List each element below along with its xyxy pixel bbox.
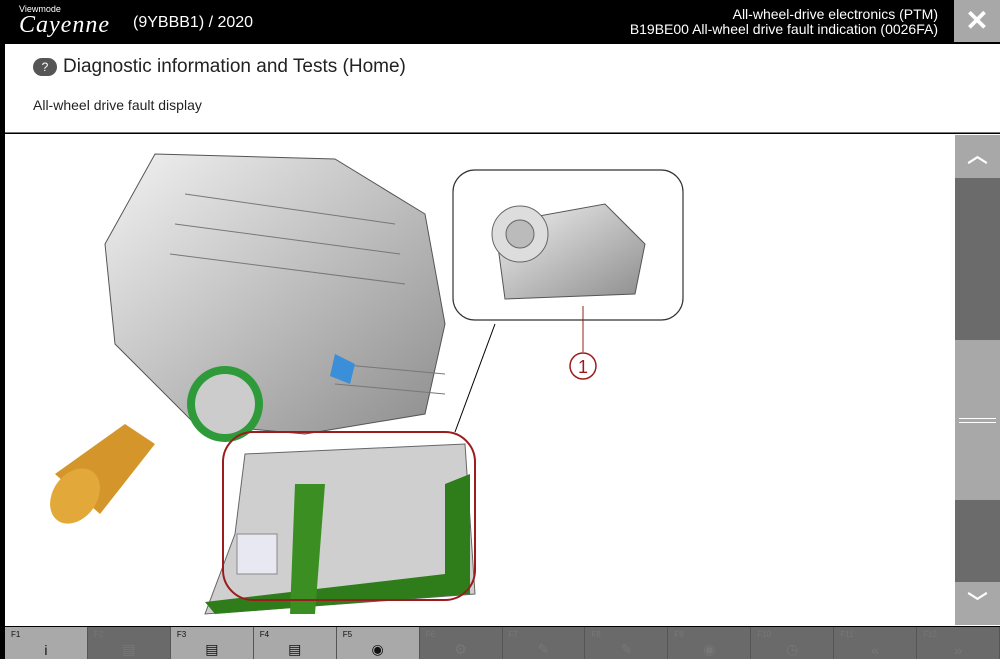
- function-key-label: F2: [93, 630, 104, 639]
- document-icon: ▤: [122, 641, 136, 657]
- page-header: ? Diagnostic information and Tests (Home)…: [5, 44, 1000, 133]
- bracket: [205, 474, 470, 614]
- function-key-f11: F11 «: [834, 627, 918, 659]
- timer-icon: ◷: [786, 641, 799, 657]
- model-logo: Cayenne: [19, 12, 110, 38]
- function-key-f7: F7 ✎: [502, 627, 586, 659]
- function-key-label: F5: [342, 630, 353, 639]
- function-key-f9: F9 ◉: [668, 627, 752, 659]
- page-title: ? Diagnostic information and Tests (Home): [33, 56, 406, 78]
- highlight-frame: [222, 431, 476, 601]
- tool-icon: ✎: [620, 641, 633, 657]
- forward-icon: »: [954, 642, 962, 658]
- function-key-f2: F2 ▤: [87, 627, 171, 659]
- chevron-down-icon: ﹀: [967, 592, 988, 614]
- diagnostic-icon: ?: [33, 58, 57, 76]
- function-key-label: F8: [591, 630, 601, 639]
- scroll-thumb[interactable]: [955, 340, 1000, 500]
- viewmode-label: Viewmode: [19, 4, 61, 14]
- header-bar: Viewmode Cayenne (9YBBB1) / 2020 All-whe…: [0, 0, 1000, 44]
- fault-code: B19BE00 All-wheel drive fault indication…: [629, 21, 938, 37]
- id-document-icon: ▤: [288, 641, 302, 657]
- function-key-f10: F10 ◷: [751, 627, 835, 659]
- function-key-label: F4: [259, 630, 270, 639]
- function-key-f1[interactable]: F1 i: [5, 627, 88, 659]
- function-key-label: F7: [508, 630, 518, 639]
- function-key-label: F3: [176, 630, 187, 639]
- housing: [104, 153, 446, 435]
- close-icon: ✕: [965, 5, 989, 36]
- info-icon: i: [44, 642, 48, 658]
- system-name: All-wheel-drive electronics (PTM): [732, 6, 938, 22]
- scrollbar[interactable]: ︿ ﹀: [955, 134, 1000, 626]
- fault-info: All-wheel-drive electronics (PTM) B19BE0…: [630, 7, 938, 37]
- chevron-up-icon: ︿: [967, 145, 988, 167]
- page-title-text: Diagnostic information and Tests (Home): [63, 56, 406, 77]
- grip-icon: [959, 418, 996, 423]
- back-icon: «: [871, 642, 880, 658]
- callout-marker: [569, 352, 597, 380]
- function-key-f4[interactable]: F4 ▤: [253, 627, 337, 659]
- vehicle-code: (9YBBB1) / 2020: [133, 14, 254, 31]
- tool-icon: ✎: [537, 641, 550, 657]
- document-icon: ▤: [205, 641, 219, 657]
- housing-ribs: [169, 193, 446, 395]
- connector: [330, 354, 355, 384]
- close-button[interactable]: ✕: [954, 0, 1000, 42]
- function-key-f8: F8 ✎: [585, 627, 669, 659]
- scroll-track-lower[interactable]: [955, 500, 1000, 582]
- function-key-label: F6: [425, 630, 435, 639]
- function-key-bar: F1 i F2 ▤ F3 ▤ F4 ▤ F5 ◉ F6 ⚙ F7 ✎ F8 ✎ F9 ◉ F10 ◷ F11 « F12 »: [5, 627, 1000, 659]
- illustration-area: 1: [5, 134, 955, 626]
- scroll-down-button[interactable]: ﹀: [955, 582, 1000, 625]
- function-key-label: F11: [840, 630, 854, 639]
- diagnostic-icon: ◉: [371, 641, 384, 657]
- transfer-case-illustration: 1: [50, 153, 684, 615]
- leader-line: [454, 323, 496, 433]
- function-key-f6: F6 ⚙: [419, 627, 503, 659]
- function-key-f3[interactable]: F3 ▤: [170, 627, 254, 659]
- function-key-label: F1: [11, 630, 21, 639]
- function-key-label: F9: [674, 630, 684, 639]
- callout-number: 1: [578, 357, 588, 377]
- tool-icon: ⚙: [454, 641, 467, 657]
- function-key-f5[interactable]: F5 ◉: [336, 627, 420, 659]
- scroll-track-upper[interactable]: [955, 178, 1000, 340]
- scroll-up-button[interactable]: ︿: [955, 135, 1000, 178]
- function-key-f12: F12 »: [917, 627, 1000, 659]
- function-key-label: F12: [923, 630, 937, 639]
- page-subtitle: All-wheel drive fault display: [33, 97, 202, 113]
- function-key-label: F10: [757, 630, 772, 639]
- diagnostic-icon: ◉: [703, 641, 716, 657]
